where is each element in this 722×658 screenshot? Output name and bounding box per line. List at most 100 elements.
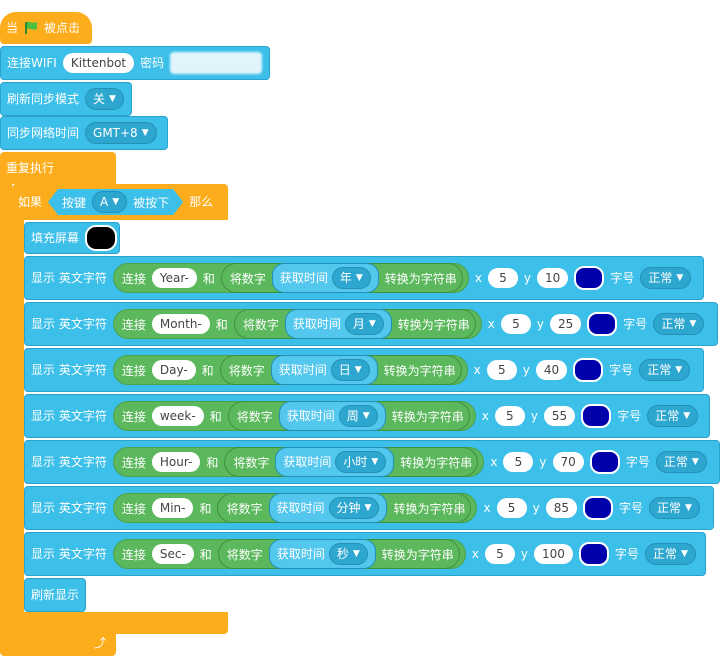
- green-flag-icon: [24, 21, 38, 35]
- wifi-connect-block[interactable]: 连接WIFI Kittenbot 密码: [0, 46, 270, 80]
- x-input[interactable]: 5: [486, 360, 517, 380]
- get-time-reporter[interactable]: 获取时间月▼: [284, 309, 392, 339]
- text-color-swatch[interactable]: [574, 266, 605, 290]
- y-input[interactable]: 40: [535, 360, 568, 380]
- timezone-dropdown[interactable]: GMT+8▼: [85, 122, 157, 144]
- time-unit-value: 秒: [336, 547, 349, 561]
- display-text-label: 显示 英文字符: [31, 317, 107, 331]
- y-input[interactable]: 70: [552, 452, 584, 472]
- join-label: 连接: [121, 409, 146, 424]
- num-to-string-reporter[interactable]: 将数字获取时间小时▼转换为字符串: [224, 447, 479, 477]
- time-unit-value: 年: [339, 271, 352, 285]
- num-to-string-reporter[interactable]: 将数字获取时间周▼转换为字符串: [227, 401, 470, 431]
- time-unit-dropdown[interactable]: 日▼: [330, 359, 370, 381]
- forever-block[interactable]: 重复执行: [0, 152, 116, 184]
- y-input[interactable]: 10: [537, 268, 569, 288]
- get-time-label: 获取时间: [279, 271, 328, 285]
- font-size-dropdown[interactable]: 正常▼: [647, 405, 699, 427]
- text-input[interactable]: week-: [151, 406, 204, 426]
- key-pressed-condition[interactable]: 按键 A▼ 被按下: [48, 189, 183, 215]
- text-input[interactable]: Month-: [151, 314, 210, 334]
- y-input[interactable]: 100: [534, 544, 573, 564]
- join-label: 连接: [121, 501, 146, 516]
- text-input[interactable]: Sec-: [151, 544, 194, 564]
- text-color-swatch[interactable]: [589, 450, 620, 474]
- num-to-string-reporter[interactable]: 将数字获取时间月▼转换为字符串: [233, 309, 476, 339]
- get-time-reporter[interactable]: 获取时间分钟▼: [268, 493, 388, 523]
- num-to-string-reporter[interactable]: 将数字获取时间分钟▼转换为字符串: [217, 493, 472, 523]
- if-block[interactable]: 如果 按键 A▼ 被按下 那么: [12, 184, 228, 220]
- text-input[interactable]: Hour-: [151, 452, 201, 472]
- sync-network-time-block[interactable]: 同步网络时间 GMT+8▼: [0, 116, 168, 150]
- num-to-string-reporter[interactable]: 将数字获取时间日▼转换为字符串: [219, 355, 462, 385]
- x-input[interactable]: 5: [500, 314, 531, 334]
- y-input[interactable]: 55: [543, 406, 576, 426]
- font-size-dropdown[interactable]: 正常▼: [653, 313, 705, 335]
- join-label: 连接: [121, 455, 146, 470]
- key-dropdown[interactable]: A▼: [92, 191, 127, 213]
- x-input[interactable]: 5: [496, 498, 527, 518]
- font-size-dropdown[interactable]: 正常▼: [655, 451, 707, 473]
- font-size-value: 正常: [647, 363, 672, 377]
- num-to-string-reporter[interactable]: 将数字获取时间年▼转换为字符串: [220, 263, 463, 293]
- font-size-dropdown[interactable]: 正常▼: [639, 359, 691, 381]
- wifi-password-input[interactable]: [170, 52, 263, 74]
- time-unit-dropdown[interactable]: 小时▼: [335, 451, 387, 473]
- text-color-swatch[interactable]: [582, 496, 613, 520]
- text-input[interactable]: Day-: [151, 360, 196, 380]
- text-color-swatch[interactable]: [587, 312, 618, 336]
- x-input[interactable]: 5: [487, 268, 518, 288]
- get-time-reporter[interactable]: 获取时间秒▼: [268, 539, 376, 569]
- get-time-reporter[interactable]: 获取时间年▼: [271, 263, 379, 293]
- font-size-dropdown[interactable]: 正常▼: [648, 497, 700, 519]
- text-color-swatch[interactable]: [573, 358, 604, 382]
- x-input[interactable]: 5: [503, 452, 534, 472]
- fill-screen-block[interactable]: 填充屏幕: [24, 222, 120, 254]
- time-unit-value: 月: [352, 317, 365, 331]
- num-to-string-reporter[interactable]: 将数字获取时间秒▼转换为字符串: [217, 539, 460, 569]
- time-unit-value: 小时: [343, 455, 368, 469]
- y-input[interactable]: 85: [545, 498, 577, 518]
- font-size-dropdown[interactable]: 正常▼: [640, 267, 692, 289]
- font-size-value: 正常: [661, 317, 686, 331]
- refresh-mode-dropdown[interactable]: 关▼: [85, 88, 124, 110]
- wifi-ssid-input[interactable]: Kittenbot: [62, 53, 135, 73]
- get-time-reporter[interactable]: 获取时间日▼: [270, 355, 378, 385]
- time-unit-dropdown[interactable]: 周▼: [338, 405, 378, 427]
- y-input[interactable]: 25: [550, 314, 582, 334]
- timezone-value: GMT+8: [93, 126, 138, 140]
- time-unit-dropdown[interactable]: 年▼: [331, 267, 371, 289]
- text-color-swatch[interactable]: [578, 542, 609, 566]
- refresh-mode-block[interactable]: 刷新同步模式 关▼: [0, 82, 132, 116]
- caret-down-icon: ▼: [352, 549, 360, 559]
- x-input[interactable]: 5: [494, 406, 525, 426]
- time-unit-dropdown[interactable]: 秒▼: [328, 543, 368, 565]
- text-color-swatch[interactable]: [581, 404, 612, 428]
- refresh-display-block[interactable]: 刷新显示: [24, 578, 86, 612]
- time-unit-dropdown[interactable]: 分钟▼: [328, 497, 380, 519]
- join-label: 连接: [121, 317, 146, 332]
- get-time-reporter[interactable]: 获取时间小时▼: [275, 447, 395, 477]
- text-input[interactable]: Year-: [151, 268, 197, 288]
- font-size-dropdown[interactable]: 正常▼: [644, 543, 696, 565]
- fill-color-swatch[interactable]: [85, 225, 118, 251]
- time-unit-dropdown[interactable]: 月▼: [344, 313, 384, 335]
- x-input[interactable]: 5: [484, 544, 515, 564]
- when-flag-clicked-block[interactable]: 当 被点击: [0, 12, 92, 44]
- text-input[interactable]: Min-: [151, 498, 194, 518]
- get-time-reporter[interactable]: 获取时间周▼: [278, 401, 386, 431]
